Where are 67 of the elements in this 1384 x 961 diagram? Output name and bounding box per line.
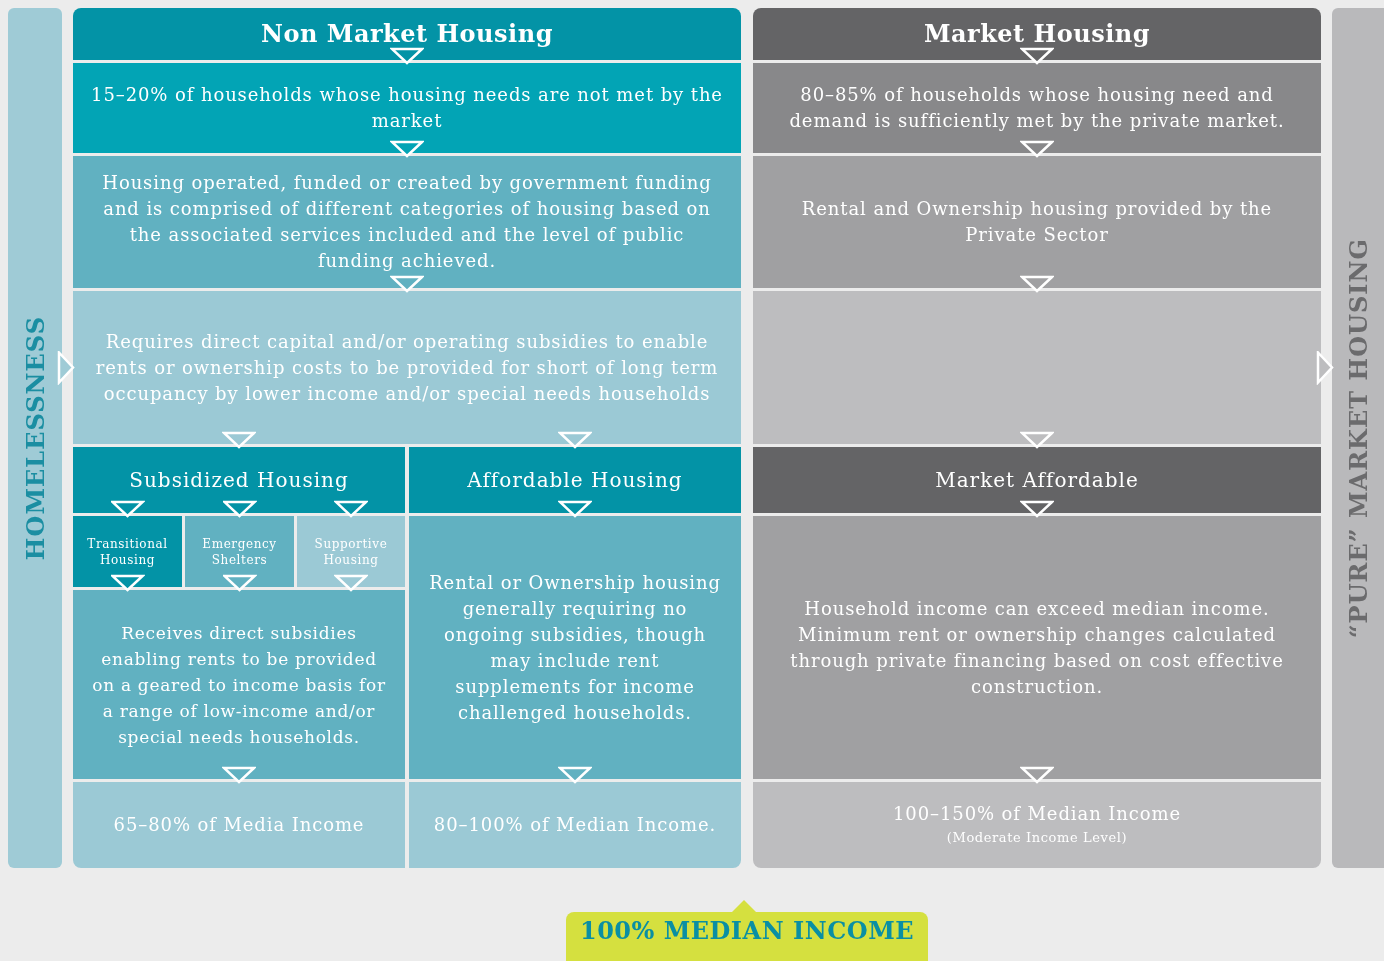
chevron-arrow xyxy=(334,500,368,518)
info-box xyxy=(73,590,405,779)
header-box xyxy=(753,447,1321,513)
description-text: 65–80% of Media Income xyxy=(113,813,365,837)
chevron-arrow xyxy=(57,351,75,384)
info-box xyxy=(753,156,1321,288)
heading: Market Affordable xyxy=(935,467,1139,493)
chevron-arrow xyxy=(223,574,256,592)
info-box xyxy=(73,291,741,444)
description-text: Requires direct capital and/or operating subsidies to enable rents or ownership costs to be provided for short of long term occupancy by lower income and/or special needs households xyxy=(94,329,720,406)
chevron-arrow xyxy=(1020,766,1054,784)
category-box xyxy=(297,516,405,587)
description-text: Household income can exceed median income. Minimum rent or ownership changes calculated through private financing based on cost effective construction. xyxy=(789,596,1285,699)
info-box xyxy=(409,782,741,868)
heading: 100% MEDIAN INCOME xyxy=(579,916,915,946)
side-band xyxy=(1332,8,1384,868)
description-text: 80–85% of households whose housing need and demand is sufficiently met by the private market. xyxy=(788,83,1286,133)
chevron-arrow xyxy=(1316,351,1334,384)
header-box xyxy=(73,8,741,60)
band-label: HOMELESSNESS xyxy=(20,315,50,561)
chevron-arrow xyxy=(334,574,368,592)
info-box xyxy=(753,516,1321,779)
category-box xyxy=(185,516,294,587)
heading: Non Market Housing xyxy=(261,19,553,49)
note-text: (Moderate Income Level) xyxy=(946,829,1128,847)
chevron-arrow xyxy=(222,431,256,449)
info-box xyxy=(73,156,741,288)
heading: Subsidized Housing xyxy=(129,467,349,493)
info-box xyxy=(753,63,1321,153)
chevron-arrow xyxy=(111,500,144,518)
band-label: “PURE” MARKET HOUSING xyxy=(1343,237,1373,639)
info-box xyxy=(753,782,1321,868)
chevron-arrow xyxy=(558,431,592,449)
description-text: 15–20% of households whose housing needs are not met by the market xyxy=(91,83,723,133)
header-box xyxy=(753,8,1321,60)
chevron-arrow xyxy=(222,766,256,784)
chevron-arrow xyxy=(390,275,424,293)
info-box xyxy=(73,782,405,868)
chevron-arrow xyxy=(1020,140,1054,158)
description-text: 100–150% of Median Income xyxy=(893,802,1181,826)
empty-box xyxy=(753,291,1321,444)
side-band xyxy=(8,8,62,868)
chevron-arrow xyxy=(558,766,592,784)
description-text: Rental and Ownership housing provided by the Private Sector xyxy=(800,197,1274,247)
label-text: Supportive Housing xyxy=(313,535,389,568)
chevron-arrow xyxy=(1020,500,1054,518)
description-text: Receives direct subsidies enabling rents to be provided on a geared to income basis for a range of low-income and/or special needs households. xyxy=(91,621,387,749)
description-text: Housing operated, funded or created by government funding and is comprised of different categories of housing based on the associated services included and the level of public funding achieved. xyxy=(101,171,713,273)
description-text: 80–100% of Median Income. xyxy=(433,813,717,837)
info-box xyxy=(409,516,741,779)
chevron-arrow xyxy=(223,500,256,518)
heading: Market Housing xyxy=(923,19,1151,49)
heading: Affordable Housing xyxy=(467,467,683,493)
chevron-arrow xyxy=(558,500,592,518)
label-text: Emergency Shelters xyxy=(201,535,278,568)
category-box xyxy=(73,516,182,587)
chevron-arrow xyxy=(111,574,144,592)
chevron-arrow xyxy=(390,140,424,158)
header-box xyxy=(409,447,741,513)
chevron-arrow xyxy=(1020,47,1054,65)
label-text: Transitional Housing xyxy=(86,535,169,568)
description-text: Rental or Ownership housing generally requiring no ongoing subsidies, though may include rent supplements for income challenged households. xyxy=(428,570,722,725)
chevron-arrow xyxy=(1020,275,1054,293)
chevron-arrow xyxy=(1020,431,1054,449)
info-box xyxy=(73,63,741,153)
header-box xyxy=(73,447,405,513)
chevron-arrow xyxy=(390,47,424,65)
